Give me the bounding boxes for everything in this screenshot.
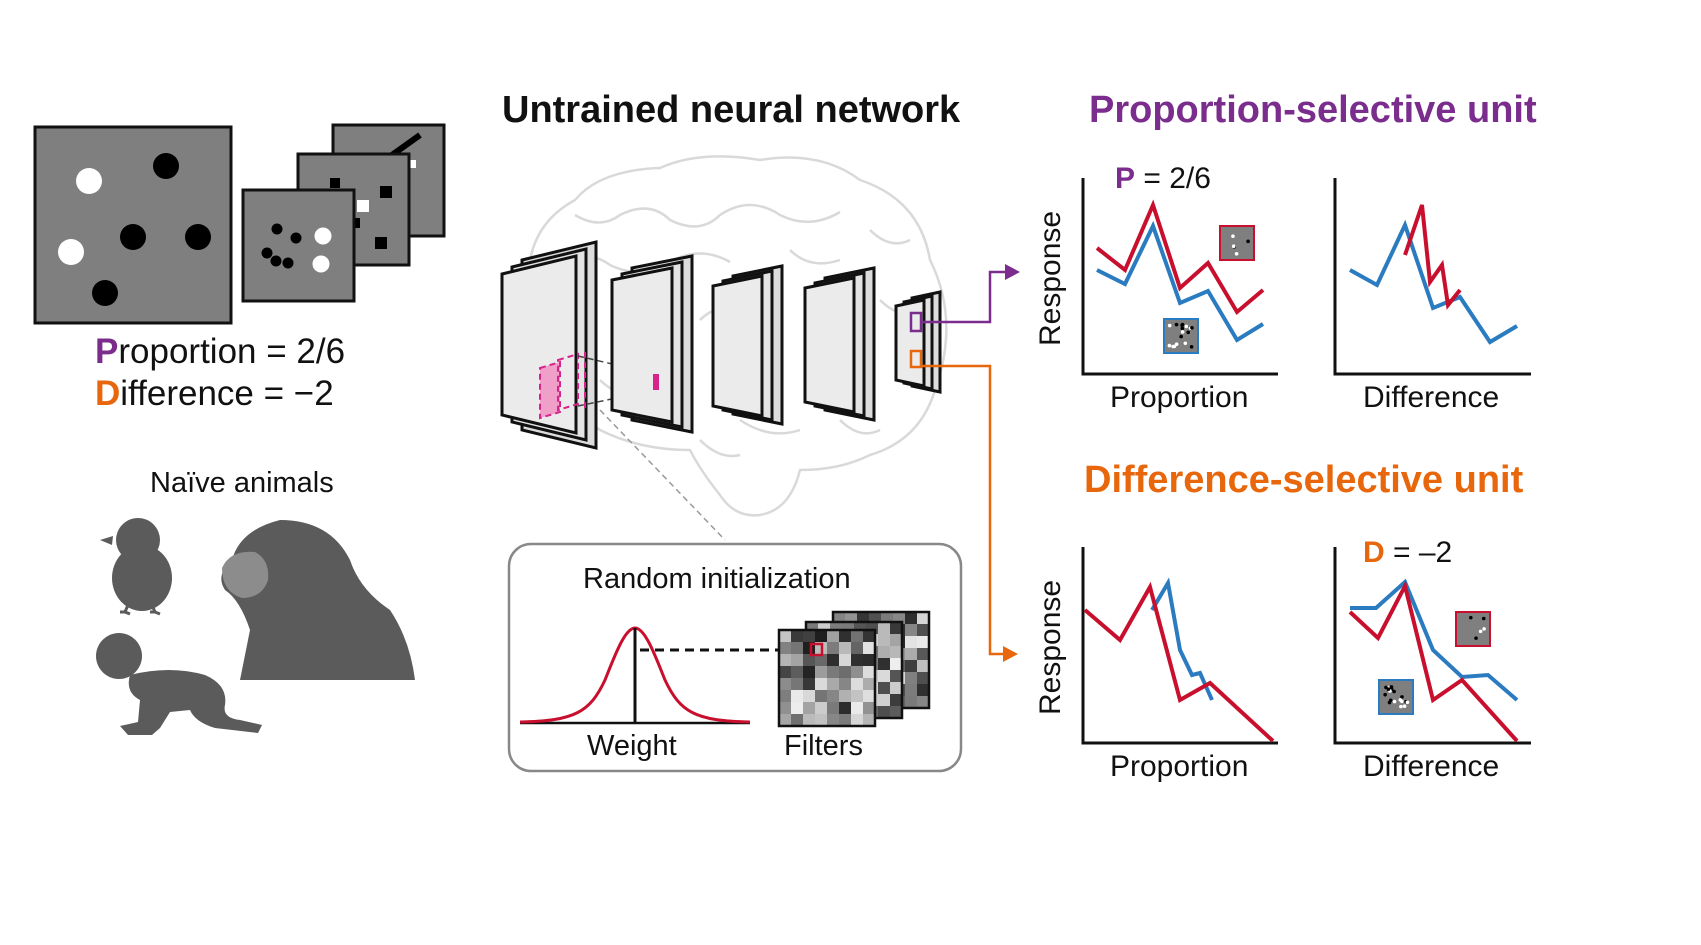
- proportion-value: roportion = 2/6: [118, 332, 346, 371]
- inset-dot: [1246, 239, 1250, 244]
- inset-dot: [1174, 342, 1179, 346]
- animals-title: Naïve animals: [150, 467, 334, 499]
- conv-layer-2: [610, 254, 694, 434]
- inset-dot: [1234, 252, 1239, 256]
- chart-difference-unit-vs-difference: [1333, 547, 1531, 745]
- chart-proportion-unit-vs-difference: [1333, 178, 1531, 376]
- chart-series-red: [1348, 580, 1519, 743]
- d-value: = –2: [1384, 536, 1453, 569]
- x-axis-label-difference-top: Difference: [1363, 381, 1500, 414]
- inset-dot: [1186, 330, 1191, 335]
- inset-dot: [1399, 704, 1403, 709]
- inset-dot: [1400, 695, 1404, 699]
- y-axis-label-top: Response: [1034, 210, 1067, 346]
- inset-stimuli-dots: [1167, 234, 1486, 709]
- chart-series-blue: [1096, 220, 1265, 343]
- chart-difference-unit-vs-proportion: [1081, 547, 1278, 745]
- purple-connector: [922, 264, 1020, 324]
- difference-label: Difference = −2: [95, 374, 334, 414]
- inset-dot: [1183, 341, 1188, 346]
- conv-layer-1: [500, 240, 726, 541]
- proportion-label: Proportion = 2/6: [95, 332, 345, 372]
- inset-dot: [1190, 326, 1194, 330]
- inset-dot: [1383, 692, 1387, 697]
- inset-dot: [1482, 627, 1486, 631]
- monkey-icon: [221, 520, 415, 680]
- conv-layer-5: [894, 290, 942, 394]
- inset-dot: [1180, 323, 1184, 328]
- inset-dot: [1179, 334, 1183, 339]
- network-title: Untrained neural network: [502, 89, 961, 131]
- inset-dot: [1474, 636, 1478, 640]
- conv-layer-3: [711, 264, 784, 426]
- inset-dot: [1388, 698, 1393, 703]
- chart-series-red: [1083, 581, 1275, 743]
- inset-dot: [1481, 616, 1486, 621]
- difference-letter: D: [95, 374, 121, 413]
- inset-dot: [1392, 689, 1396, 694]
- y-axis-label-bottom: Response: [1034, 579, 1067, 715]
- difference-unit-title: Difference-selective unit: [1084, 459, 1524, 501]
- p-letter: P: [1115, 162, 1136, 195]
- chick-icon: [100, 518, 172, 616]
- proportion-unit-title: Proportion-selective unit: [1089, 89, 1537, 131]
- difference-value: ifference = −2: [120, 374, 334, 413]
- chart-series-red: [1095, 199, 1265, 316]
- d-letter: D: [1363, 536, 1385, 569]
- x-axis-label-proportion-bottom: Proportion: [1110, 750, 1249, 783]
- p-value: = 2/6: [1135, 162, 1211, 195]
- inset-dot: [1398, 698, 1403, 702]
- inset-dot: [1389, 685, 1394, 689]
- inset-dot: [1172, 344, 1177, 349]
- inset-dot: [1167, 343, 1172, 348]
- stimulus-main: [33, 125, 233, 325]
- chart-series-red: [1403, 204, 1462, 310]
- weight-label: Weight: [587, 730, 677, 762]
- inset-dot: [1184, 324, 1189, 329]
- orange-connector: [922, 364, 1018, 662]
- inset-dot: [1402, 704, 1407, 708]
- inset-dot: [1231, 234, 1235, 239]
- difference-annotation: D = –2: [1363, 536, 1452, 570]
- stimulus-stack: [241, 123, 446, 303]
- filters-label: Filters: [784, 730, 863, 762]
- chart-proportion-unit-vs-proportion: [1081, 178, 1278, 376]
- infant-icon: [96, 633, 262, 735]
- inset-dot: [1478, 629, 1483, 634]
- x-axis-label-difference-bottom: Difference: [1363, 750, 1500, 783]
- chart-series-blue: [1349, 219, 1519, 345]
- inset-dot: [1384, 685, 1388, 690]
- inset-dot: [1405, 700, 1410, 705]
- x-axis-label-proportion-top: Proportion: [1110, 381, 1249, 414]
- init-box-title: Random initialization: [583, 563, 851, 595]
- inset-dot: [1174, 322, 1179, 327]
- filters-stack: [777, 610, 931, 728]
- inset-dot: [1180, 330, 1185, 334]
- inset-dot: [1189, 345, 1194, 349]
- conv-layer-4: [803, 266, 876, 422]
- inset-dot: [1180, 326, 1185, 331]
- inset-dot: [1167, 323, 1172, 328]
- inset-dot: [1231, 244, 1236, 249]
- proportion-annotation: P = 2/6: [1115, 162, 1211, 196]
- inset-dot: [1392, 699, 1397, 704]
- proportion-letter: P: [95, 332, 119, 371]
- chart-series-blue: [1150, 577, 1214, 701]
- filter-highlight: [809, 642, 824, 657]
- filter-3: [777, 628, 877, 728]
- inset-dot: [1468, 615, 1473, 620]
- chart-series-blue: [1350, 578, 1519, 702]
